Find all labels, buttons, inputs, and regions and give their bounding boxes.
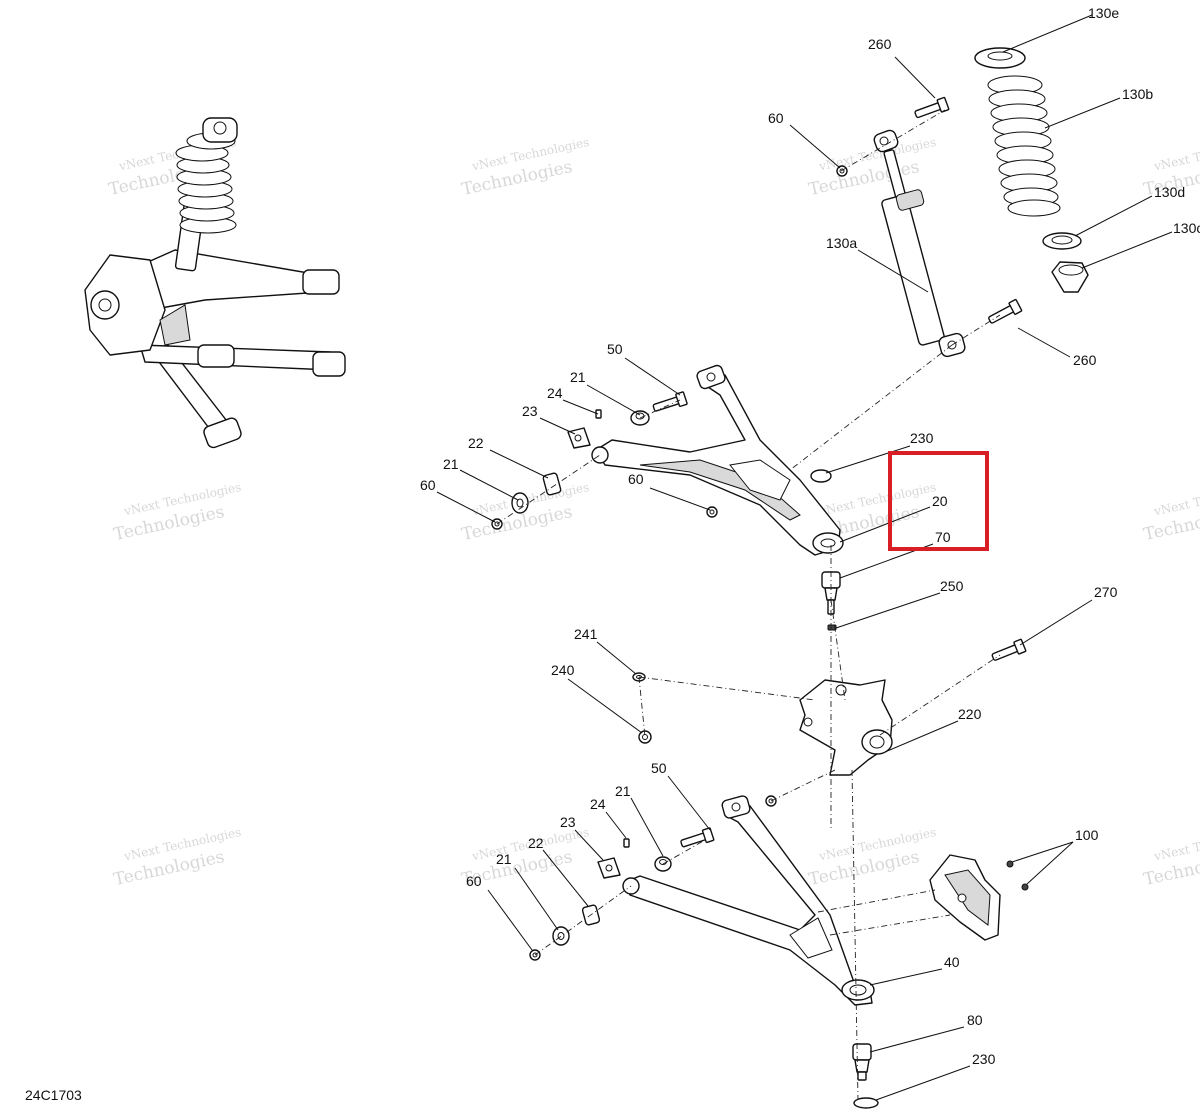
ball-joint-lower — [852, 1043, 872, 1081]
assembled-suspension-view — [84, 117, 346, 449]
guard-screw — [1021, 883, 1029, 891]
assembly-centerlines — [496, 109, 1001, 1101]
callout-21: 21 — [615, 783, 631, 799]
coil-spring — [987, 75, 1061, 217]
callout-250: 250 — [940, 578, 964, 594]
callout-130a: 130a — [826, 235, 857, 251]
lower-a-arm — [624, 801, 873, 1006]
highlight-box — [888, 451, 989, 551]
arm-bolt-upper — [652, 391, 688, 412]
shock-absorber — [873, 129, 966, 358]
callout-260: 260 — [1073, 352, 1097, 368]
callout-80: 80 — [967, 1012, 983, 1028]
leader-lines — [436, 14, 1173, 1101]
callout-23: 23 — [522, 403, 538, 419]
retaining-ring-lower — [853, 1097, 879, 1109]
callout-24: 24 — [590, 796, 606, 812]
watermark-text: vNext Technologies — [1152, 480, 1200, 519]
callout-60: 60 — [420, 477, 436, 493]
callout-50: 50 — [651, 760, 667, 776]
callout-labels: 130e 260 130b 60 130d 130c 130a 260 50 2… — [420, 5, 1200, 1067]
callout-50: 50 — [607, 341, 623, 357]
callout-60: 60 — [628, 471, 644, 487]
assembled-knuckle-image — [84, 254, 166, 356]
watermarks: vNext Technologies Technologies vNext Te… — [107, 135, 1200, 890]
callout-60: 60 — [768, 110, 784, 126]
callout-22: 22 — [468, 435, 484, 451]
callout-230: 230 — [972, 1051, 996, 1067]
assembled-bushing-image — [312, 351, 346, 377]
retaining-ring-upper — [810, 469, 832, 483]
callout-20: 20 — [932, 493, 948, 509]
callout-100: 100 — [1075, 827, 1099, 843]
callout-130e: 130e — [1088, 5, 1119, 21]
callout-23: 23 — [560, 814, 576, 830]
callout-40: 40 — [944, 954, 960, 970]
assembled-bushing-image — [302, 269, 340, 295]
callout-21: 21 — [443, 456, 459, 472]
callout-130c: 130c — [1173, 220, 1200, 236]
shock-bolt-top — [914, 96, 950, 119]
callout-230: 230 — [910, 430, 934, 446]
upper-a-arm — [595, 371, 841, 556]
callout-270: 270 — [1094, 584, 1118, 600]
arm-bolt-lower — [680, 827, 715, 848]
grease-fitting-upper — [595, 409, 602, 419]
assembled-bushing-image — [197, 344, 235, 368]
callout-241: 241 — [574, 626, 598, 642]
callout-220: 220 — [958, 706, 982, 722]
callout-60: 60 — [466, 873, 482, 889]
watermark-text: vNext Technologies — [1152, 825, 1200, 864]
shock-assembly — [836, 47, 1089, 358]
callout-24: 24 — [547, 385, 563, 401]
callout-22: 22 — [528, 835, 544, 851]
callout-21: 21 — [496, 851, 512, 867]
grease-fitting-lower — [623, 838, 630, 848]
shock-bolt-lower — [988, 298, 1023, 324]
guard-screw — [1006, 860, 1014, 868]
assembled-bushing-image — [203, 417, 242, 449]
lower-a-arm-group — [529, 795, 1029, 1109]
steering-knuckle — [799, 679, 893, 776]
callout-130d: 130d — [1154, 184, 1185, 200]
callout-130b: 130b — [1122, 86, 1153, 102]
callout-240: 240 — [551, 662, 575, 678]
callout-70: 70 — [935, 529, 951, 545]
diagram-code: 24C1703 — [25, 1087, 82, 1103]
knuckle-bolt — [991, 638, 1027, 661]
knuckle-group — [632, 638, 1027, 807]
callout-260: 260 — [868, 36, 892, 52]
watermark-text: vNext Technologies — [1152, 135, 1200, 174]
callout-21: 21 — [570, 369, 586, 385]
